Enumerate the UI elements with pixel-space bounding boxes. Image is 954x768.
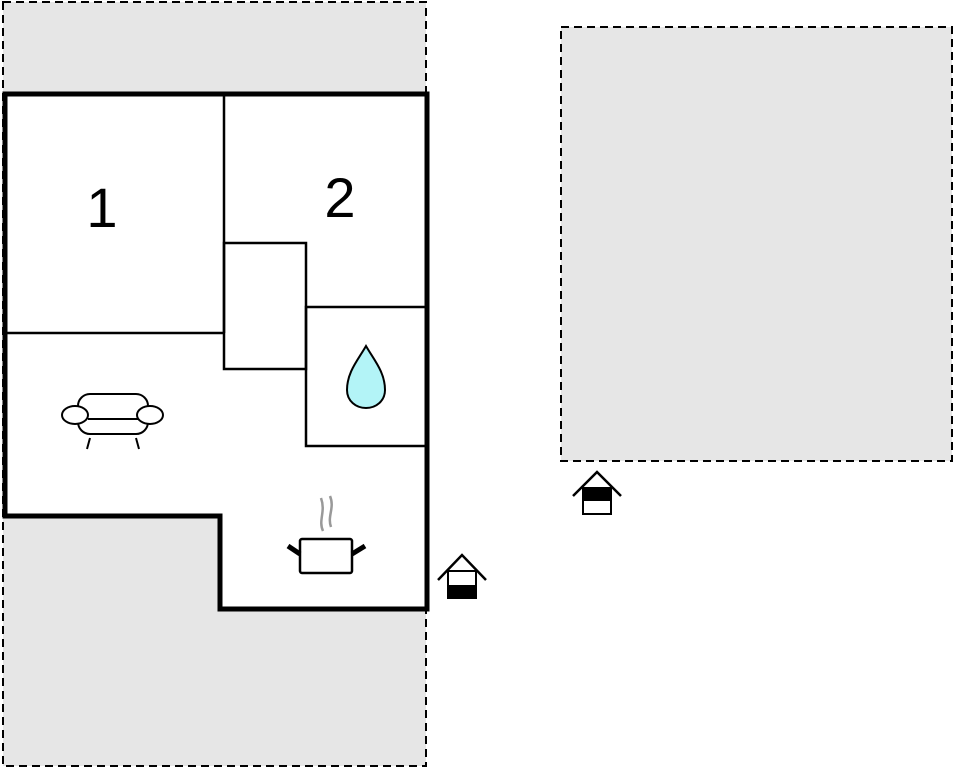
- entrance-icon: [572, 470, 622, 515]
- room-2-label: 2: [324, 166, 355, 229]
- interior-walls: [5, 94, 429, 448]
- water-drop-icon: [345, 343, 387, 410]
- sofa-icon: [61, 393, 164, 450]
- entrance-icon: [437, 553, 487, 599]
- house-outline: [2, 91, 430, 612]
- outdoor-area-right: [560, 26, 953, 462]
- room-1-label: 1: [86, 176, 117, 239]
- cooking-pot-icon: [286, 495, 367, 575]
